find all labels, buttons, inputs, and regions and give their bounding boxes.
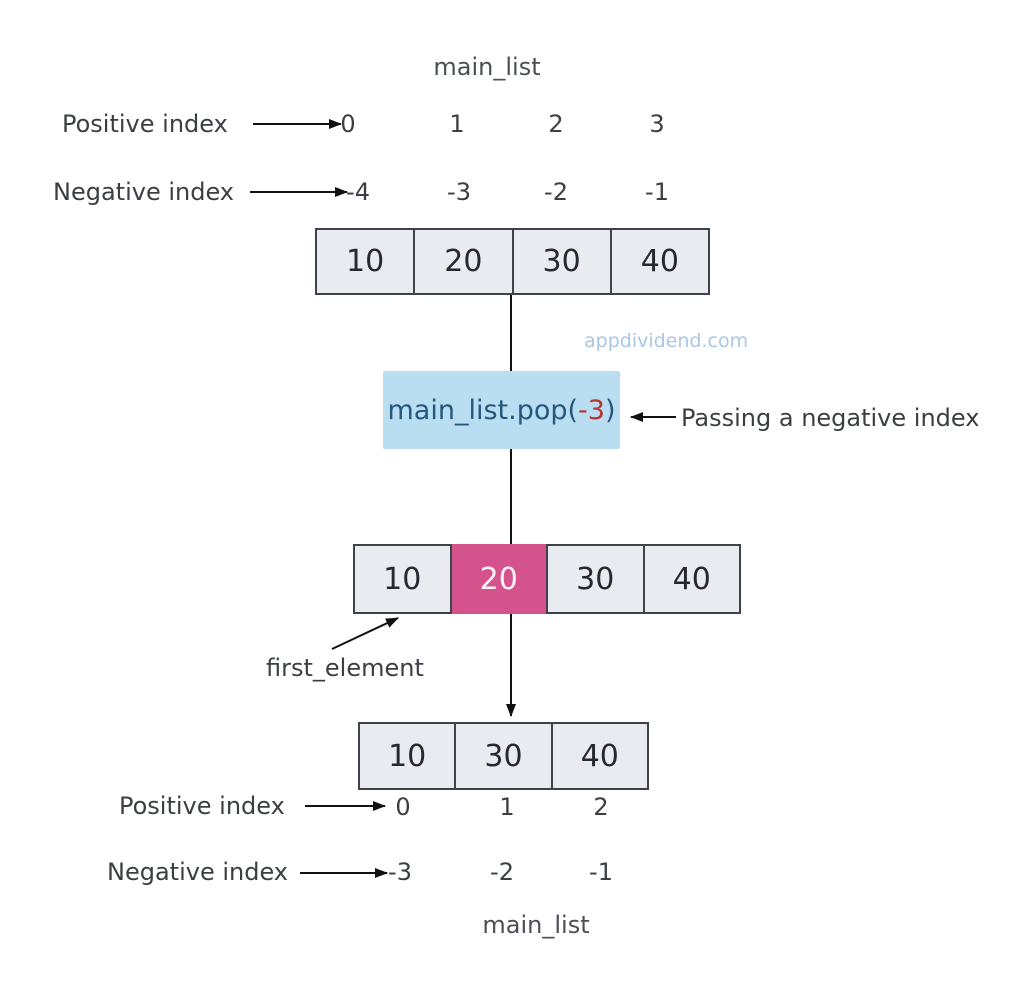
array-cell: 40 (672, 561, 711, 597)
bottom-negative-index-label: Negative index (107, 858, 288, 886)
positive-index-value: 0 (395, 793, 411, 821)
pop-call-box: main_list.pop(-3) (383, 371, 620, 449)
negative-index-value: -2 (544, 178, 568, 206)
positive-index-value: 3 (649, 110, 665, 138)
negative-index-value: -4 (346, 178, 370, 206)
positive-index-value: 0 (340, 110, 356, 138)
array-cell: 30 (514, 230, 612, 293)
bottom-list-title: main_list (482, 911, 590, 939)
top-list-title: main_list (433, 53, 541, 81)
array-cell: 20 (415, 230, 514, 293)
array-cell: 30 (548, 546, 645, 612)
array-cell: 20 (451, 544, 548, 614)
bottom-positive-index-label: Positive index (119, 792, 285, 820)
first-element-label: first_element (266, 654, 424, 682)
negative-index-value: -2 (490, 858, 514, 886)
pop-annotation-label: Passing a negative index (681, 404, 980, 432)
array-cell: 10 (360, 724, 457, 788)
top-positive-index-values: 0 1 2 3 (0, 110, 1024, 140)
positive-index-value: 1 (499, 793, 515, 821)
negative-index-value: -3 (447, 178, 471, 206)
positive-index-value: 1 (449, 110, 465, 138)
pop-call-suffix: ) (604, 394, 616, 426)
bottom-negative-index-values: -3 -2 -1 (0, 858, 1024, 888)
negative-index-value: -1 (589, 858, 613, 886)
negative-index-value: -1 (645, 178, 669, 206)
array-cell: 10 (317, 230, 416, 293)
pop-call-prefix: main_list.pop( (387, 394, 579, 426)
bottom-positive-index-values: 0 1 2 (0, 793, 1024, 823)
pop-call-argument: -3 (578, 394, 605, 426)
array-cell: 40 (640, 244, 679, 279)
arrow-first-element (331, 617, 399, 650)
negative-index-value: -3 (388, 858, 412, 886)
top-negative-index-values: -4 -3 -2 -1 (0, 178, 1024, 208)
array-cell: 10 (355, 546, 452, 612)
top-positive-index-label: Positive index (62, 110, 228, 138)
array-cell: 30 (456, 724, 553, 788)
positive-index-value: 2 (593, 793, 609, 821)
array-cell: 40 (580, 738, 619, 774)
positive-index-value: 2 (548, 110, 564, 138)
top-negative-index-label: Negative index (53, 178, 234, 206)
watermark: appdividend.com (584, 330, 749, 352)
